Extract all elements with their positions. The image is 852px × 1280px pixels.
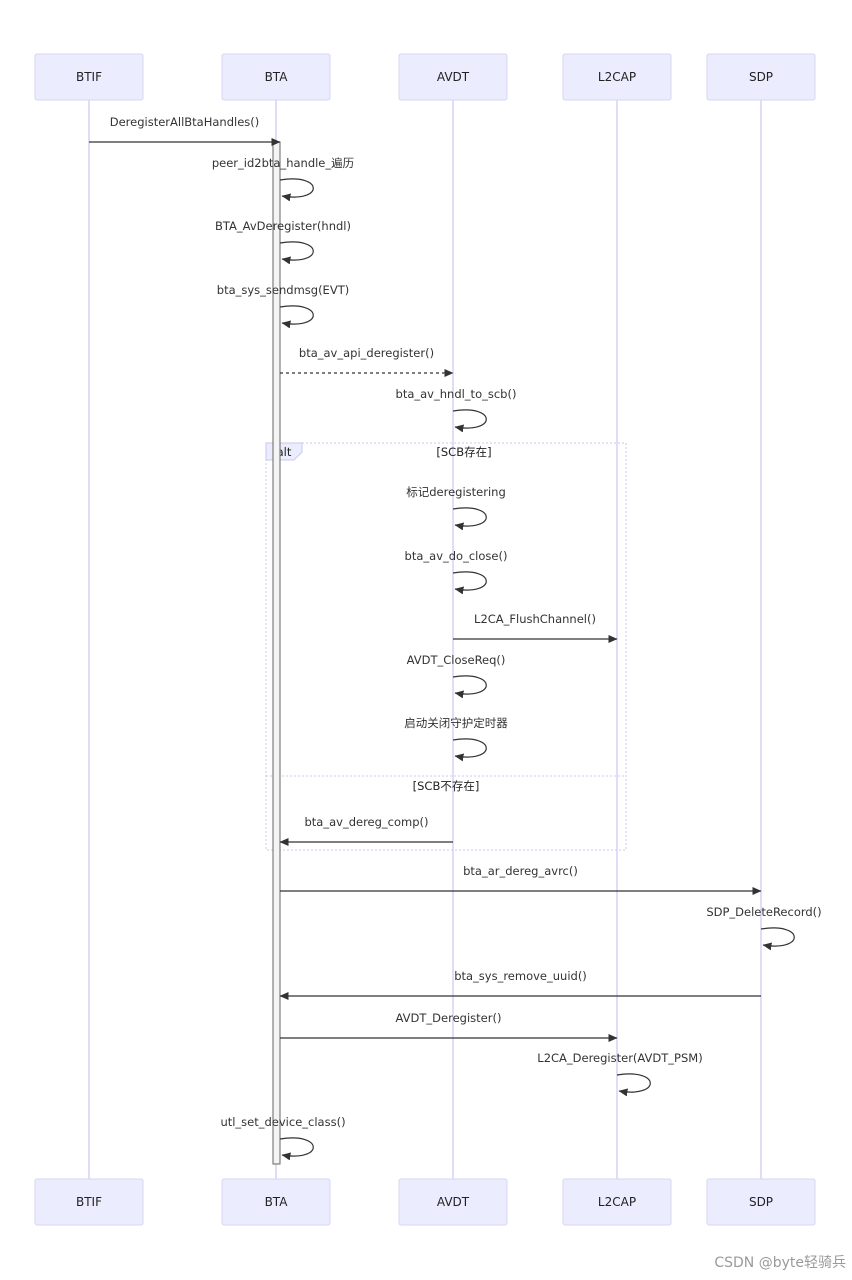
message-label: bta_ar_dereg_avrc() xyxy=(463,864,578,878)
message-label: L2CA_Deregister(AVDT_PSM) xyxy=(537,1051,702,1065)
self-message-arrow xyxy=(452,507,487,531)
message-13: bta_ar_dereg_avrc() xyxy=(280,864,762,895)
message-9: L2CA_FlushChannel() xyxy=(453,612,618,643)
message-2: peer_id2bta_handle_遍历 xyxy=(212,156,354,202)
message-label: bta_av_hndl_to_scb() xyxy=(396,387,517,401)
participant-l2cap-top: L2CAP xyxy=(562,53,672,101)
participant-box xyxy=(221,53,331,101)
participant-box xyxy=(398,1178,508,1226)
participant-label: BTIF xyxy=(76,70,102,84)
watermark: CSDN @byte轻骑兵 xyxy=(714,1255,846,1271)
participant-bta-top: BTA xyxy=(221,53,331,101)
message-17: L2CA_Deregister(AVDT_PSM) xyxy=(537,1051,703,1097)
message-label: DeregisterAllBtaHandles() xyxy=(110,115,260,129)
message-label: utl_set_device_class() xyxy=(220,1115,345,1129)
message-15: bta_sys_remove_uuid() xyxy=(279,969,761,1000)
participant-label: AVDT xyxy=(437,70,470,84)
alt-frame-condition-1: [SCB存在] xyxy=(436,445,491,459)
alt-frame xyxy=(265,442,627,851)
message-label: bta_sys_remove_uuid() xyxy=(454,969,587,983)
alt-frame-condition-2: [SCB不存在] xyxy=(413,779,480,793)
self-message-arrow xyxy=(279,241,314,265)
message-14: SDP_DeleteRecord() xyxy=(706,905,822,951)
self-message-arrow xyxy=(452,738,487,762)
message-11: 启动关闭守护定时器 xyxy=(404,716,508,762)
message-label: bta_sys_sendmsg(EVT) xyxy=(217,283,349,297)
participant-btif-top: BTIF xyxy=(34,53,144,101)
message-7: 标记deregistering xyxy=(406,485,506,531)
message-label: bta_av_do_close() xyxy=(405,549,508,563)
participant-label: AVDT xyxy=(437,1195,470,1209)
participant-label: L2CAP xyxy=(598,1195,636,1209)
message-label: SDP_DeleteRecord() xyxy=(706,905,821,919)
participant-box xyxy=(706,53,816,101)
participant-label: BTA xyxy=(265,70,289,84)
participant-box xyxy=(221,1178,331,1226)
message-12: bta_av_dereg_comp() xyxy=(279,815,453,846)
message-1: DeregisterAllBtaHandles() xyxy=(89,115,281,146)
message-label: 启动关闭守护定时器 xyxy=(404,716,508,730)
self-message-arrow xyxy=(616,1073,651,1097)
message-3: BTA_AvDeregister(hndl) xyxy=(215,219,351,265)
participant-box xyxy=(706,1178,816,1226)
message-18: utl_set_device_class() xyxy=(220,1115,346,1161)
self-message-arrow xyxy=(279,178,314,202)
message-label: bta_av_api_deregister() xyxy=(299,346,434,360)
message-6: bta_av_hndl_to_scb() xyxy=(396,387,517,433)
participant-box xyxy=(562,1178,672,1226)
message-label: AVDT_CloseReq() xyxy=(407,653,506,667)
participant-label: SDP xyxy=(749,1195,773,1209)
message-4: bta_sys_sendmsg(EVT) xyxy=(217,283,349,329)
participant-l2cap-bottom: L2CAP xyxy=(562,1178,672,1226)
participant-bta-bottom: BTA xyxy=(221,1178,331,1226)
message-label: BTA_AvDeregister(hndl) xyxy=(215,219,351,233)
participant-label: BTA xyxy=(265,1195,289,1209)
participant-label: SDP xyxy=(749,70,773,84)
participant-label: L2CAP xyxy=(598,70,636,84)
participant-avdt-top: AVDT xyxy=(398,53,508,101)
message-5: bta_av_api_deregister() xyxy=(280,346,454,377)
self-message-arrow xyxy=(452,571,487,595)
message-label: AVDT_Deregister() xyxy=(396,1011,502,1025)
participant-sdp-top: SDP xyxy=(706,53,816,101)
participant-box xyxy=(398,53,508,101)
message-label: 标记deregistering xyxy=(406,485,506,499)
message-8: bta_av_do_close() xyxy=(405,549,508,595)
participant-label: BTIF xyxy=(76,1195,102,1209)
self-message-arrow xyxy=(452,675,487,699)
participant-box xyxy=(34,53,144,101)
participant-avdt-bottom: AVDT xyxy=(398,1178,508,1226)
self-message-arrow xyxy=(279,305,314,329)
self-message-arrow xyxy=(452,409,487,433)
participant-btif-bottom: BTIF xyxy=(34,1178,144,1226)
participant-sdp-bottom: SDP xyxy=(706,1178,816,1226)
participant-box xyxy=(562,53,672,101)
message-16: AVDT_Deregister() xyxy=(280,1011,618,1042)
message-label: L2CA_FlushChannel() xyxy=(474,612,596,626)
self-message-arrow xyxy=(279,1137,314,1161)
message-label: bta_av_dereg_comp() xyxy=(304,815,428,829)
message-label: peer_id2bta_handle_遍历 xyxy=(212,156,354,170)
message-10: AVDT_CloseReq() xyxy=(407,653,506,699)
self-message-arrow xyxy=(760,927,795,951)
participant-box xyxy=(34,1178,144,1226)
